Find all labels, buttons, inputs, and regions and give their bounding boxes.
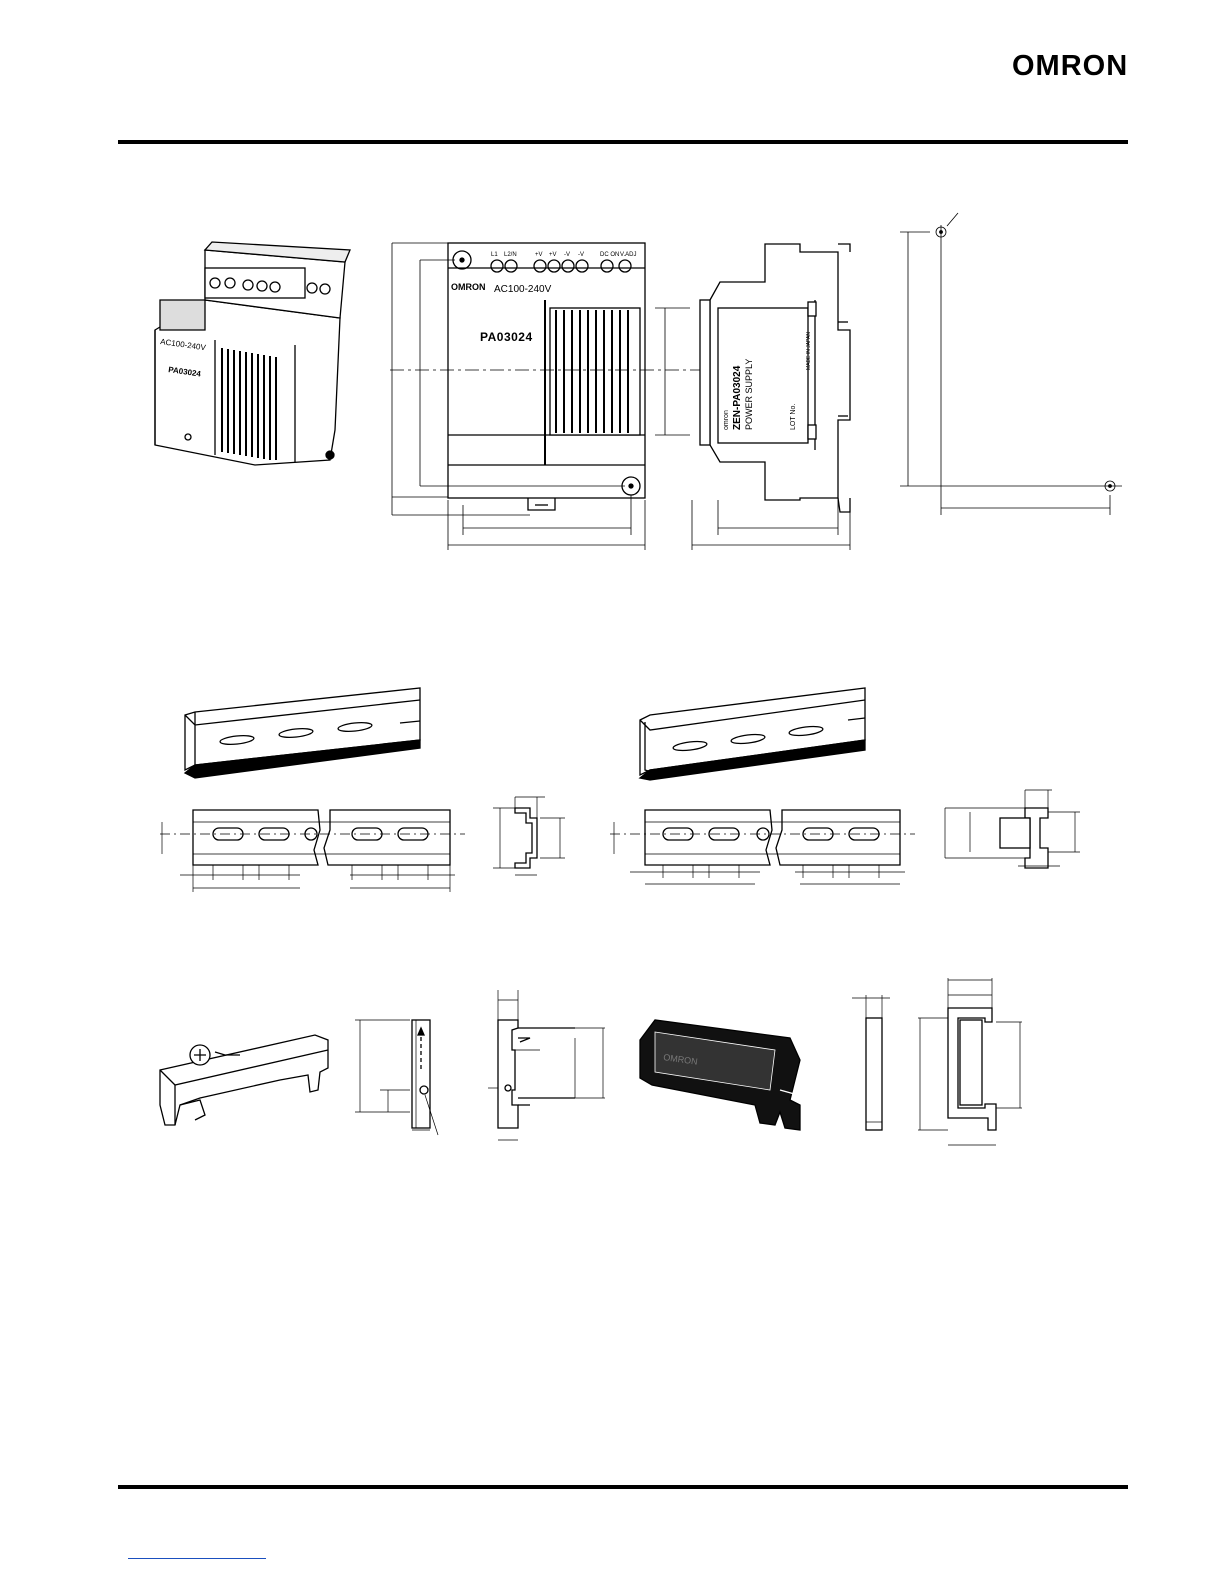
- power-supply-iso-drawing: [155, 242, 350, 465]
- din-rail-front-1: [160, 810, 465, 892]
- end-plate-front-view: [355, 1020, 438, 1135]
- end-cover-side-view: [918, 978, 1022, 1145]
- din-rail-profile-2: [945, 790, 1080, 868]
- side-made-in-label: MADE IN JAPAN: [806, 332, 812, 370]
- terminal-label-nv1: -V: [564, 252, 570, 258]
- dc-on-label: DC ON: [600, 252, 619, 258]
- power-supply-side-view: [700, 244, 850, 512]
- terminal-label-nv2: -V: [578, 252, 584, 258]
- front-voltage-label: AC100-240V: [494, 284, 552, 295]
- side-model-label: ZEN-PA03024: [732, 365, 743, 430]
- footer-rule: [118, 1485, 1128, 1489]
- vadj-label: V.ADJ: [620, 252, 636, 258]
- din-rail-iso-1: [185, 688, 420, 778]
- mounting-holes-drawing: [900, 213, 1122, 515]
- terminal-label-pv1: +V: [535, 252, 543, 258]
- footer-link-underline[interactable]: [128, 1558, 266, 1559]
- terminal-label-l1: L1: [491, 252, 498, 258]
- side-type-label: POWER SUPPLY: [744, 359, 754, 430]
- din-rail-iso-2: [640, 688, 865, 780]
- end-plate-iso: [160, 1035, 328, 1125]
- din-rail-profile-1: [493, 797, 565, 875]
- terminal-label-pv2: +V: [549, 252, 557, 258]
- side-brand-label: omron: [723, 410, 730, 430]
- side-lot-label: LOT No.: [790, 404, 797, 430]
- end-cover-iso: [640, 1020, 800, 1130]
- end-cover-front-view: [852, 995, 890, 1130]
- end-plate-side-view: [488, 990, 605, 1140]
- front-model-label: PA03024: [480, 330, 533, 344]
- din-rail-front-2: [610, 810, 915, 884]
- front-brand-label: OMRON: [451, 282, 486, 292]
- side-dimension-lines: [692, 500, 850, 550]
- terminal-label-l2n: L2/N: [504, 252, 517, 258]
